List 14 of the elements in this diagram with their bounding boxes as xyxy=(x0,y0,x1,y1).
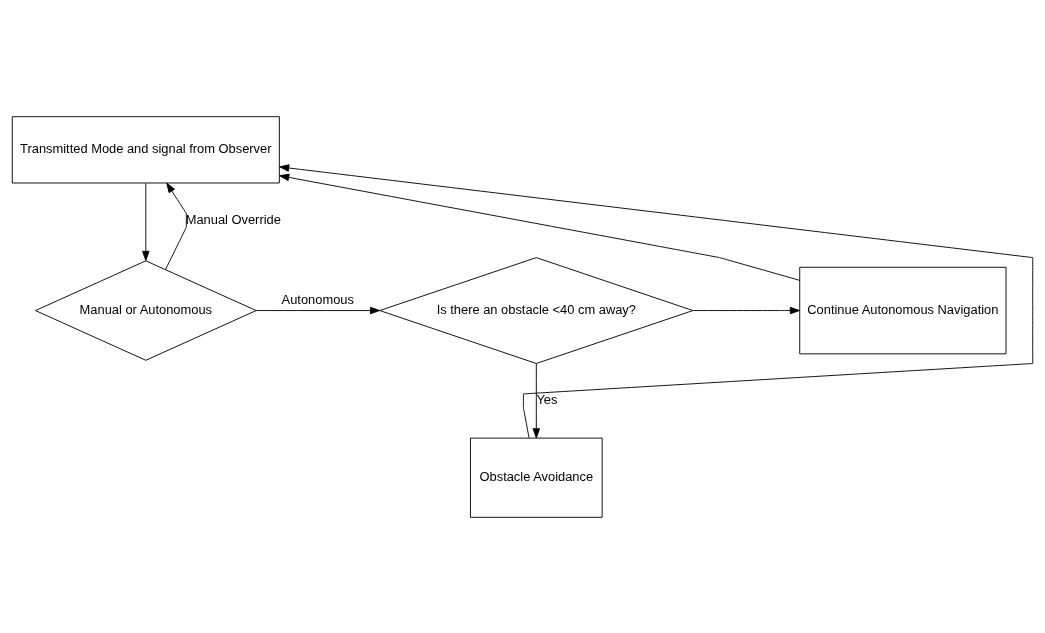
node-box: Continue Autonomous Navigation xyxy=(799,266,1007,354)
edge-label: Yes xyxy=(536,391,558,407)
node-diamond: Is there an obstacle <40 cm away? xyxy=(379,256,694,364)
arrow xyxy=(279,163,1034,438)
arrow xyxy=(142,182,150,261)
edge-label: Autonomous xyxy=(281,291,354,307)
arrow xyxy=(255,306,381,314)
node-box: Transmitted Mode and signal from Observer xyxy=(11,115,280,183)
arrow xyxy=(165,182,187,270)
node-diamond: Manual or Autonomous xyxy=(35,259,257,361)
arrow xyxy=(692,306,800,314)
node-box: Obstacle Avoidance xyxy=(470,437,603,518)
arrow xyxy=(279,173,801,281)
arrow xyxy=(532,362,540,438)
